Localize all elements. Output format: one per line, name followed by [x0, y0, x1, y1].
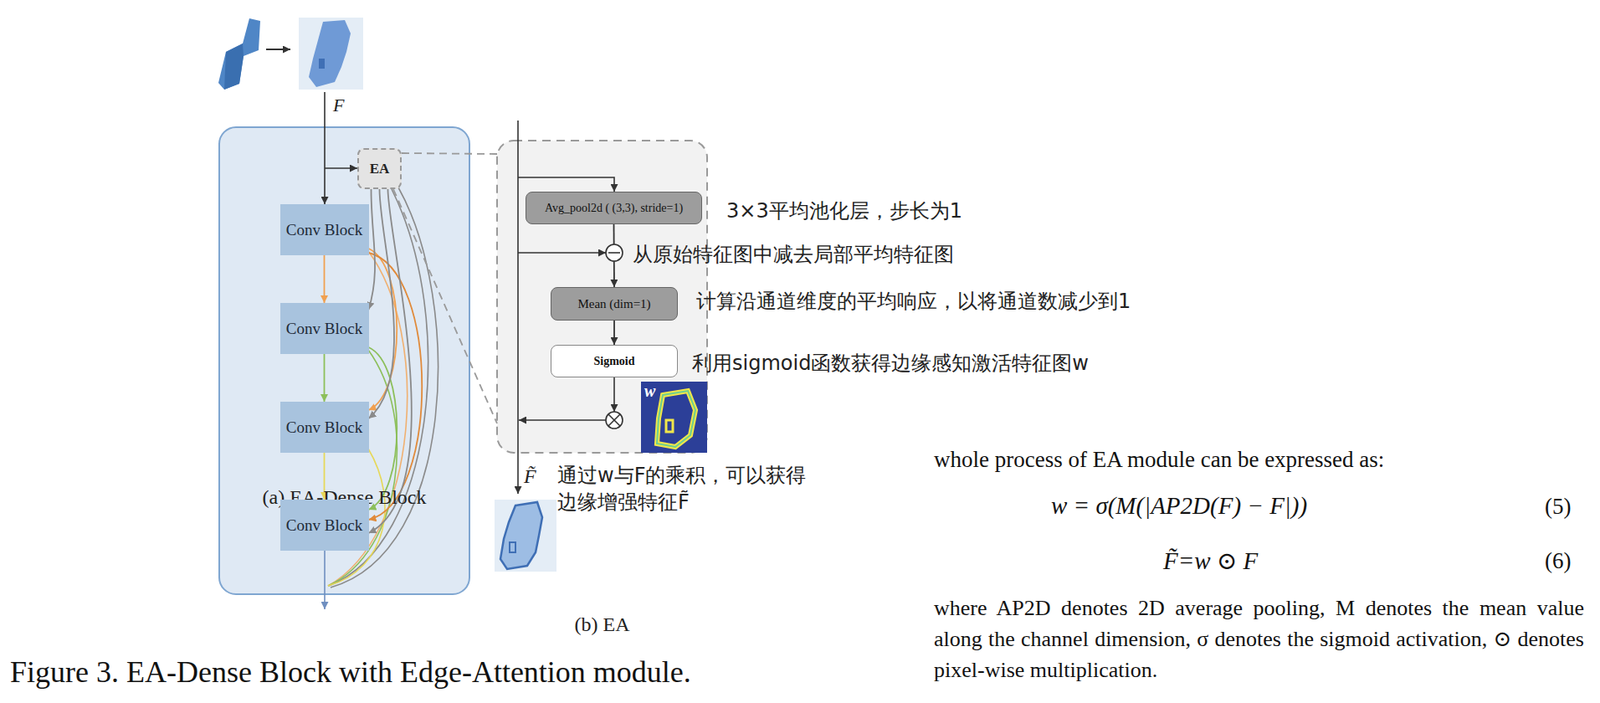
multiply-symbol	[608, 414, 621, 426]
conv-block: Conv Block	[280, 401, 370, 453]
node-label: Conv Block	[286, 418, 363, 437]
node-label: Avg_pool2d ( (3,3), stride=1)	[544, 201, 683, 216]
node-label: EA	[369, 160, 390, 178]
annotation: 利用sigmoid函数获得边缘感知激活特征图w	[692, 349, 1089, 377]
input-line	[323, 92, 326, 205]
detail-panel: (b) EAAvg_pool2d ( (3,3), stride=1)Mean …	[497, 140, 708, 453]
figure-caption: Figure 3. EA-Dense Block with Edge-Atten…	[10, 654, 692, 690]
connector	[369, 189, 376, 310]
signal-name: F̃	[523, 465, 537, 488]
tool-icon-shade	[224, 43, 244, 90]
branch-line	[517, 251, 606, 254]
branch-line	[324, 167, 358, 170]
annotation: 从原始特征图中减去局部平均特征图	[632, 241, 954, 268]
connector	[323, 255, 326, 303]
minus-symbol	[605, 244, 623, 262]
block-panel-outline	[219, 127, 470, 595]
feature-blob	[500, 502, 543, 570]
process-box: Mean (dim=1)	[550, 287, 678, 321]
annotation: 3×3平均池化层，步长为1	[726, 197, 963, 225]
node-label: Conv Block	[286, 319, 363, 339]
signal-name: F	[333, 94, 344, 117]
equation: F̃=w ⊙ F	[1163, 546, 1258, 575]
connector	[323, 353, 326, 402]
panel-caption: (b) EA	[574, 613, 631, 636]
equation: w = σ(M(|AP2D(F) − F|))	[1051, 492, 1308, 520]
detail-panel-outline	[497, 140, 708, 453]
annotation: 通过w与F的乘积，可以获得 边缘增强特征F̃	[557, 461, 842, 516]
equation-number: (5)	[1544, 493, 1571, 520]
arrow	[266, 48, 291, 51]
node-label: Sigmoid	[593, 354, 635, 369]
connector	[613, 320, 616, 345]
multiply-symbol	[605, 411, 623, 429]
connector	[401, 153, 498, 154]
node-label: Mean (dim=1)	[577, 297, 651, 312]
feature-blob	[308, 20, 351, 88]
process-box: Sigmoid	[550, 344, 678, 378]
body-text: where AP2D denotes 2D average pooling, M…	[933, 592, 1585, 686]
feature-blob-inner	[509, 542, 516, 553]
attention-edge	[666, 420, 673, 432]
flow-line	[613, 377, 616, 412]
connector	[369, 252, 423, 520]
block-panel: (a) EA-Dense BlockEAConv BlockConv Block…	[219, 127, 470, 595]
connector	[369, 347, 398, 510]
multiply-symbol	[608, 414, 621, 426]
flow-line	[518, 419, 606, 421]
conv-block: Conv Block	[280, 302, 370, 354]
main-line	[517, 120, 519, 494]
map-name: w	[644, 381, 656, 401]
attention-edge	[656, 390, 696, 447]
feature-map	[494, 499, 557, 572]
output-line	[323, 550, 326, 610]
minus-symbol	[608, 251, 621, 254]
conv-block: Conv Block	[280, 204, 370, 256]
equation-number: (6)	[1544, 548, 1571, 575]
connector	[369, 189, 412, 534]
attention-edge	[656, 390, 696, 447]
attention-map	[641, 381, 708, 453]
conv-block: Conv Block	[280, 499, 370, 551]
node-label: Conv Block	[286, 220, 363, 240]
attention-box: EA	[357, 148, 402, 190]
feature-blob-inner	[318, 58, 325, 69]
zoom-line	[393, 189, 498, 424]
process-box: Avg_pool2d ( (3,3), stride=1)	[525, 191, 703, 225]
branch-line	[517, 177, 615, 192]
annotation: 计算沿通道维度的平均响应，以将通道数减少到1	[696, 287, 1131, 315]
tool-icon	[218, 18, 261, 90]
feature-map	[298, 17, 364, 90]
body-text: whole process of EA module can be expres…	[933, 446, 1385, 473]
connector	[369, 189, 395, 419]
node-label: Conv Block	[286, 516, 363, 535]
